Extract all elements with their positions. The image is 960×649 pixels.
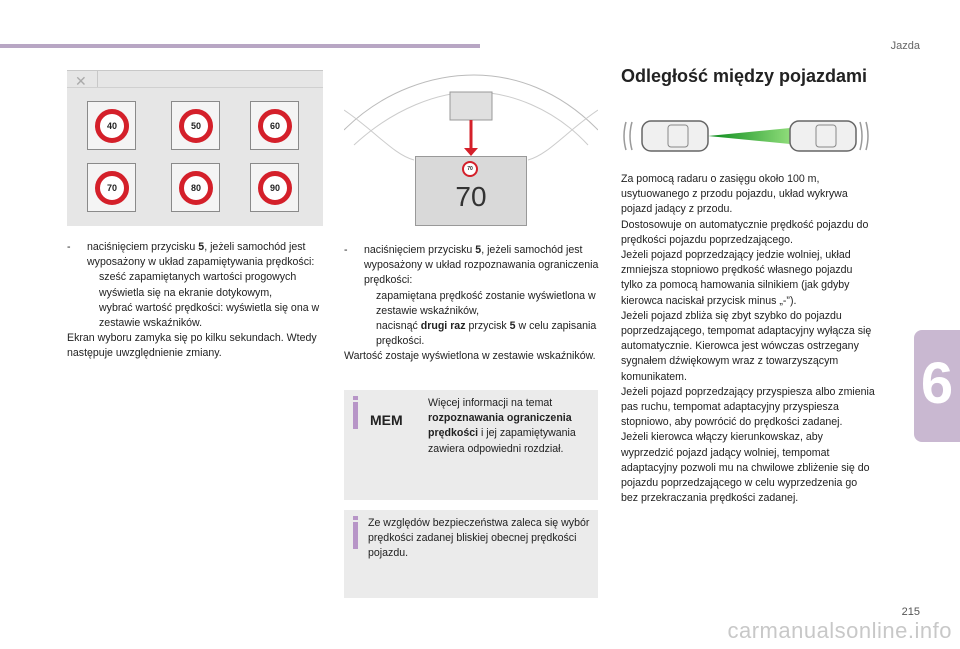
sub-list-item: wybrać wartość prędkości: wyświetla się … [67, 301, 329, 331]
paragraph: Jeżeli pojazd poprzedzający jedzie wolni… [621, 249, 853, 307]
header-rule [0, 44, 480, 48]
info-text: Ze względów bezpieczeństwa zaleca się wy… [368, 517, 590, 560]
left-column-text: - naciśnięciem przycisku 5, jeżeli samoc… [67, 240, 329, 362]
list-item-text: naciśnięciem przycisku 5, jeżeli samochó… [87, 241, 315, 269]
instrument-display: 70 70 [415, 156, 527, 226]
sub-list-item-text: zapamiętana prędkość zostanie wyświetlon… [376, 289, 596, 317]
speed-limit-cell: 80 [171, 163, 220, 212]
sub-list-item: zapamiętana prędkość zostanie wyświetlon… [344, 289, 600, 319]
speed-limit-sign-icon: 40 [95, 109, 129, 143]
chapter-tab [914, 330, 960, 442]
info-box-memory: MEM Więcej informacji na temat rozpoznaw… [344, 390, 598, 500]
panel-divider-horizontal [67, 87, 323, 88]
sub-list-item-text: wybrać wartość prędkości: wyświetla się … [99, 301, 320, 330]
close-icon: ✕ [75, 73, 87, 89]
paragraph: Dostosowuje on automatycznie prędkość po… [621, 218, 869, 246]
info-text: Więcej informacji na temat rozpoznawania… [428, 397, 576, 455]
speed-limit-cell: 70 [87, 163, 136, 212]
speed-limit-selection-figure: ✕ 40 50 60 70 80 90 [67, 70, 323, 226]
middle-column-text: - naciśnięciem przycisku 5, jeżeli samoc… [344, 243, 600, 365]
speed-limit-sign-icon: 90 [258, 171, 292, 205]
displayed-speed: 70 [455, 181, 487, 212]
paragraph: Za pomocą radaru o zasięgu około 100 m, … [621, 173, 848, 216]
info-icon [353, 396, 358, 429]
section-title: Jazda [890, 40, 920, 52]
speed-limit-sign-icon: 60 [258, 109, 292, 143]
watermark: carmanualsonline.info [727, 618, 952, 643]
paragraph: Jeżeli kierowca włączy kierunkowskaz, ab… [621, 431, 870, 505]
mem-button-icon: MEM [370, 412, 403, 428]
sub-list-item-text: nacisnąć drugi raz przycisk 5 w celu zap… [376, 320, 597, 348]
speed-limit-sign-icon: 80 [179, 171, 213, 205]
list-item: - naciśnięciem przycisku 5, jeżeli samoc… [344, 243, 600, 289]
instrument-panel-figure: 70 70 [343, 70, 599, 226]
section-heading: Odległość między pojazdami [621, 66, 868, 86]
page-number: 215 [901, 606, 920, 618]
dashboard-outline-icon [343, 74, 599, 161]
paragraph: Jeżeli pojazd zbliża się zbyt szybko do … [621, 309, 872, 383]
vehicle-distance-figure [620, 116, 872, 156]
list-item-text: naciśnięciem przycisku 5, jeżeli samochó… [364, 244, 599, 287]
vehicle-distance-icon [623, 120, 869, 152]
sub-list-item: sześć zapamiętanych wartości progowych w… [67, 270, 329, 300]
info-box-safety: Ze względów bezpieczeństwa zaleca się wy… [344, 510, 598, 598]
speed-limit-cell: 40 [87, 101, 136, 150]
list-dash: - [67, 241, 71, 253]
right-column-text: Za pomocą radaru o zasięgu około 100 m, … [621, 172, 877, 506]
speed-limit-cell: 90 [250, 163, 299, 212]
chapter-number: 6 [920, 351, 954, 416]
speed-limit-sign-icon: 70 [462, 161, 478, 177]
info-icon [353, 516, 358, 549]
sub-list-item-text: sześć zapamiętanych wartości progowych w… [99, 271, 297, 299]
list-dash: - [344, 244, 348, 256]
speed-limit-sign-icon: 70 [95, 171, 129, 205]
speed-limit-sign-icon: 50 [179, 109, 213, 143]
sub-list-item: nacisnąć drugi raz przycisk 5 w celu zap… [344, 319, 600, 349]
paragraph: Jeżeli pojazd poprzedzający przyspiesza … [621, 385, 875, 429]
paragraph: Wartość zostaje wyświetlona w zestawie w… [344, 350, 596, 363]
list-item: - naciśnięciem przycisku 5, jeżeli samoc… [67, 240, 329, 270]
speed-limit-cell: 60 [250, 101, 299, 150]
paragraph: Ekran wyboru zamyka się po kilku sekunda… [67, 332, 317, 360]
speed-limit-cell: 50 [171, 101, 220, 150]
panel-divider [97, 71, 98, 87]
